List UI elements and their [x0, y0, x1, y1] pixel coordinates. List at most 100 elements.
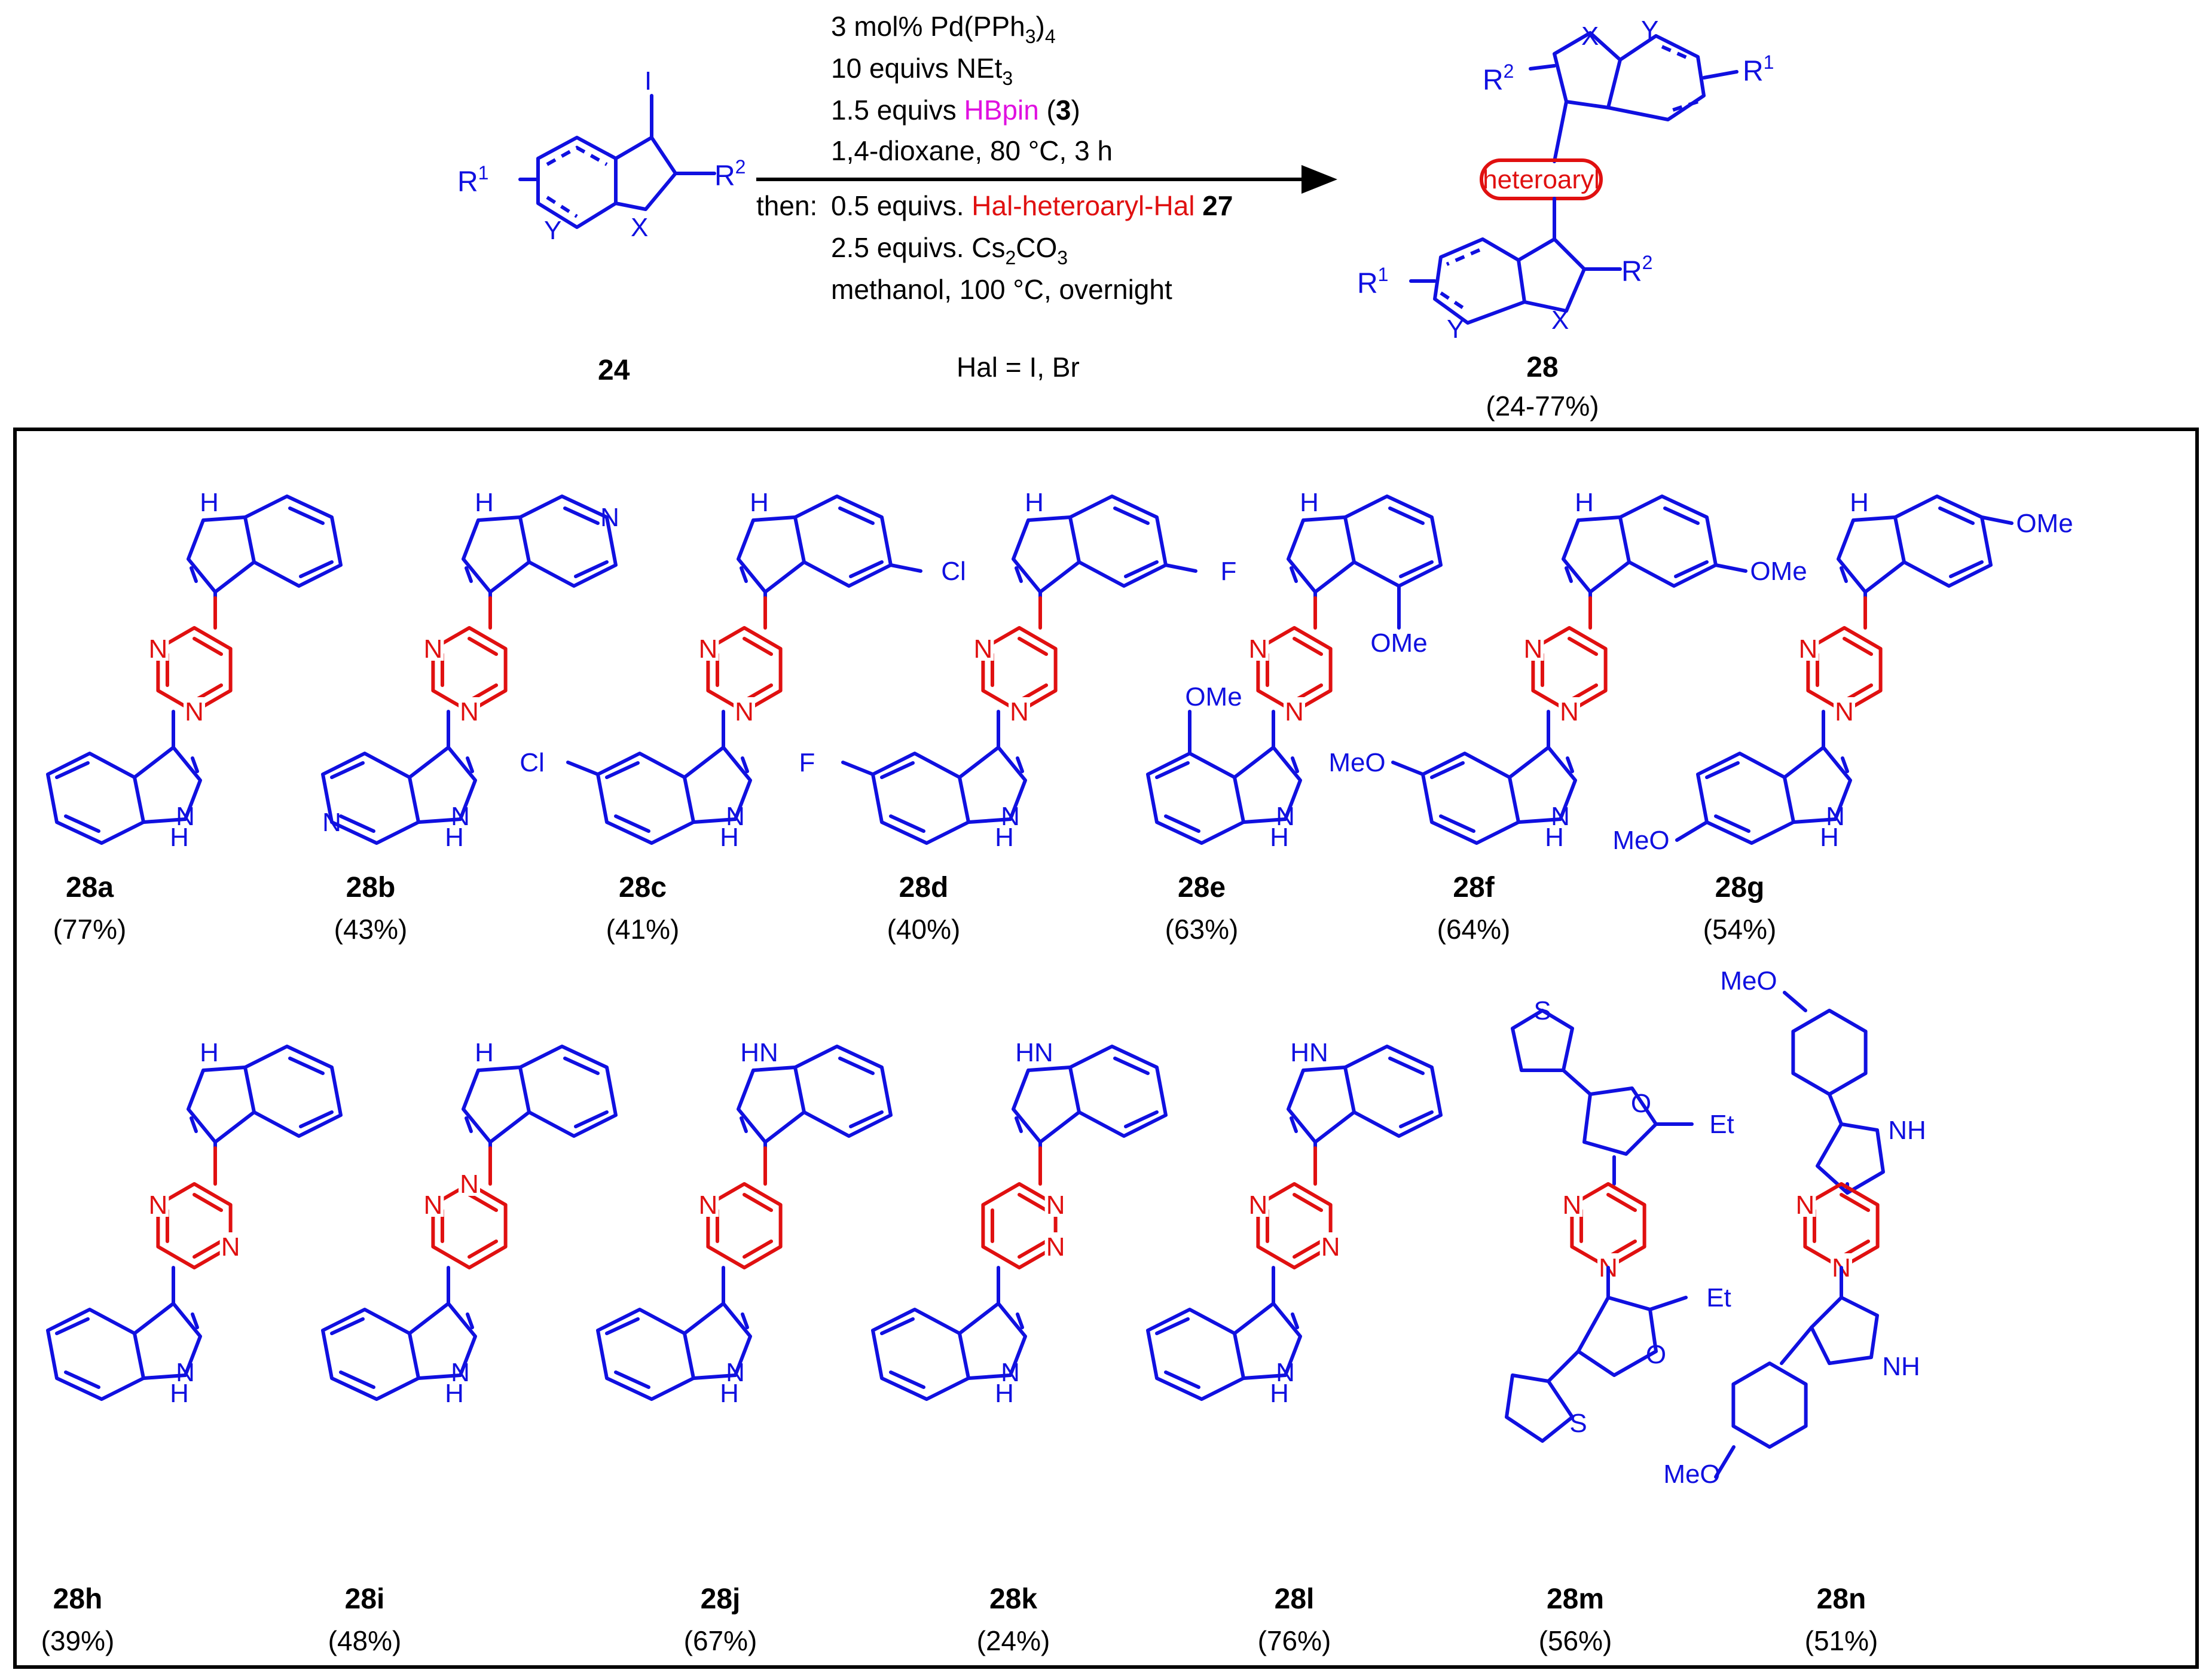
- yield-28m: (56%): [1539, 1625, 1612, 1656]
- atom-mask: [1044, 1232, 1067, 1259]
- atom-mask: [1247, 634, 1269, 661]
- indole-bottom-pyrrole: [958, 1302, 1027, 1380]
- atom-mask: [184, 697, 205, 723]
- indole-bottom-substituent-bond: [566, 761, 600, 776]
- indole-bottom-benzo-double2: [880, 1317, 915, 1335]
- atom-mask: [1284, 697, 1305, 723]
- indole-bottom-double: [1291, 756, 1299, 773]
- heteroaryl-n-label: N: [148, 634, 167, 664]
- heteroaryl-n-label: N: [1523, 634, 1542, 664]
- indole-bottom-benzo-double: [339, 1370, 375, 1389]
- indole-top-double: [1015, 1116, 1023, 1133]
- indole-top-nh-label: H: [475, 488, 494, 517]
- heteroaryl-n-label: N: [1562, 1190, 1581, 1220]
- indole-top-nh-label: HN: [1015, 1038, 1053, 1067]
- indole-bottom-pyrrole: [1233, 746, 1302, 824]
- heteroaryl-double3: [743, 637, 774, 656]
- indole-top-pyrrole: [1562, 515, 1631, 594]
- compound-label-28: 28: [1526, 352, 1558, 383]
- indole-top-benzo-double: [288, 506, 325, 525]
- heteroaryl-double1: [1293, 1240, 1324, 1259]
- atom-mask: [219, 1232, 242, 1259]
- indole-top-benzo-double: [288, 1057, 325, 1075]
- scope-frame: [13, 428, 2199, 1669]
- heteroaryl-n-label: N: [1046, 1190, 1065, 1220]
- indole-top-substituent-bond: [889, 563, 922, 573]
- indole-bottom-double: [1016, 1312, 1024, 1329]
- indole-bottom-h-label: H: [995, 1379, 1014, 1408]
- heteroaryl-n-label: N: [460, 697, 479, 726]
- indole-bottom-h-label: H: [1270, 823, 1289, 852]
- heteroaryl-n-label: N: [1795, 1190, 1814, 1220]
- indole-top-benzo-double2: [574, 1110, 609, 1128]
- compound-id-28g: 28g: [1715, 872, 1765, 903]
- ethyl-bottom-label: Et: [1706, 1283, 1731, 1312]
- heteroaryl-n-label: N: [148, 1190, 167, 1220]
- heteroaryl-n-label: N: [423, 1190, 442, 1220]
- heteroaryl-double3: [193, 637, 224, 656]
- heteroaryl-double3: [1568, 637, 1599, 656]
- heteroaryl-linker-box: [1480, 158, 1603, 200]
- scope-row-1: HNNHNHNNNHNNHClNNHNClHFNNHNFHOMeNNHNOMeH…: [46, 488, 2073, 855]
- indole-top-benzo-double2: [1674, 560, 1709, 578]
- indole-bottom-benzo-double2: [605, 1317, 640, 1335]
- cond-line1: 3 mol% Pd(PPh3)4: [831, 11, 1056, 47]
- indole-bottom-benzo: [1146, 1308, 1245, 1401]
- yield-28a: (77%): [53, 914, 127, 945]
- indole-top-double: [1015, 566, 1023, 583]
- indole-top-pyrrole: [1837, 515, 1906, 594]
- heteroaryl-double1: [1018, 1240, 1049, 1259]
- indole-bottom-pyrrole: [408, 1302, 477, 1380]
- ethyl-top-label: Et: [1709, 1110, 1734, 1139]
- yield-28k: (24%): [977, 1625, 1050, 1656]
- indole-bottom-benzo-double: [614, 814, 650, 833]
- indole-bottom-h-label: H: [445, 1379, 464, 1408]
- atom-mask: [147, 1190, 169, 1217]
- indole-bottom-benzo-double: [1714, 814, 1750, 833]
- indole-top-benzo-double2: [849, 1110, 884, 1128]
- thiophene-bottom-s: S: [1569, 1409, 1587, 1438]
- product-r2-bottom: R2: [1621, 252, 1652, 288]
- compound-id-28a: 28a: [66, 872, 114, 903]
- indole-top-benzo: [1343, 494, 1443, 588]
- aza-n-label: N: [600, 503, 619, 532]
- indole-bottom-benzo-double: [1164, 814, 1200, 833]
- hal-definition: Hal = I, Br: [957, 352, 1080, 383]
- indole-top-nh-label: H: [200, 488, 219, 517]
- compound-id-28b: 28b: [346, 872, 396, 903]
- indole-bottom-benzo: [321, 752, 420, 845]
- anisyl-bottom-o-bond: [1714, 1445, 1736, 1479]
- yield-range-28: (24-77%): [1486, 390, 1599, 422]
- compound-id-28k: 28k: [989, 1583, 1037, 1615]
- product-r2-top: R2: [1483, 60, 1514, 96]
- indole-top-pyrrole: [462, 1066, 531, 1144]
- yield-28i: (48%): [328, 1625, 402, 1656]
- heteroaryl-n-label: N: [1560, 697, 1579, 726]
- heteroaryl-n-label: N: [698, 1190, 717, 1220]
- indole-top-double: [1565, 566, 1573, 583]
- starting-material-24: I R1 R2 X Y 24: [457, 66, 746, 386]
- indole-bottom-n-label: N: [1826, 802, 1845, 831]
- indole-bottom-h-label: H: [720, 823, 739, 852]
- indole-top-benzo-double2: [1124, 1110, 1159, 1128]
- atom-mask: [697, 1190, 719, 1217]
- atom-mask: [1522, 634, 1544, 661]
- heteroaryl-n-label: N: [423, 634, 442, 664]
- yield-28j: (67%): [684, 1625, 757, 1656]
- indole-top-double: [1840, 566, 1848, 583]
- indole-top-benzo-double: [1113, 506, 1150, 525]
- atom-mask: [422, 1190, 444, 1217]
- indole-top-benzo: [243, 1045, 343, 1138]
- heteroaryl-n-label: N: [735, 697, 754, 726]
- cond-then: then:: [756, 190, 817, 221]
- product-x-top: X: [1581, 22, 1599, 51]
- product-x-bottom: X: [1551, 306, 1569, 335]
- indole-top-benzo: [1068, 494, 1168, 588]
- furan-bottom: [1576, 1296, 1658, 1377]
- indole-top-double: [465, 566, 473, 583]
- pyrrole-top: [1816, 1122, 1885, 1195]
- anisyl-top-o-bond: [1783, 991, 1807, 1012]
- indole-top-nh-label: H: [200, 1038, 219, 1067]
